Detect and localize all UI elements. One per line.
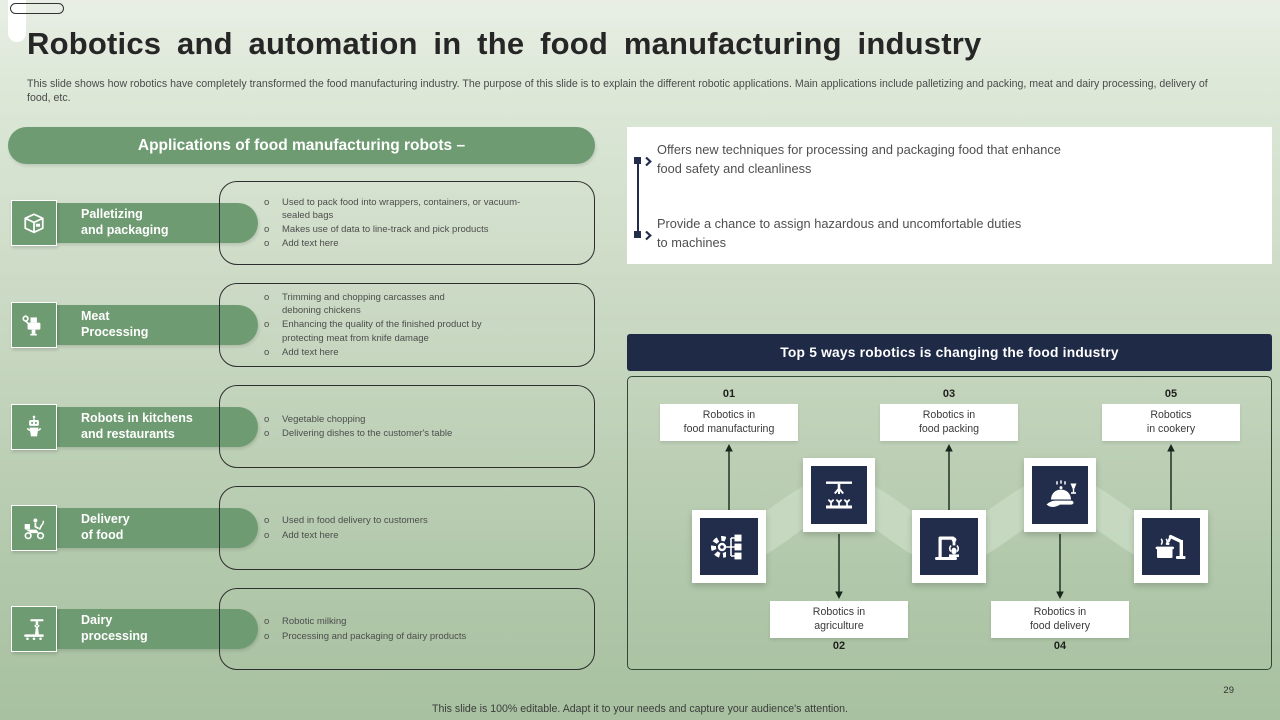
step-icon-frame	[1134, 510, 1208, 583]
bullet-item: Add text here	[264, 237, 582, 250]
step-icon-frame	[692, 510, 766, 583]
step-label: Robotics in food manufacturing	[660, 404, 798, 441]
bullet-box: Vegetable chopping Delivering dishes to …	[219, 385, 595, 468]
app-label: Meat Processing	[57, 305, 258, 345]
step-label: Robotics in food delivery	[991, 601, 1129, 638]
up-arrow-icon	[723, 443, 735, 515]
bullet-item: Used in food delivery to customers	[264, 514, 582, 527]
kitchen-robot-icon	[11, 403, 57, 450]
bullet-item: Makes use of data to line-track and pick…	[264, 223, 582, 236]
diagram-panel: 01 Robotics in food manufacturing	[627, 376, 1272, 670]
page-title: Robotics and automation in the food manu…	[27, 26, 982, 61]
bullet-box: Robotic milking Processing and packaging…	[219, 588, 595, 670]
food-delivery-icon	[1032, 466, 1088, 524]
up-arrow-icon	[1165, 443, 1177, 515]
keypoint-text: Offers new techniques for processing and…	[657, 142, 1061, 177]
bullet-box: Trimming and chopping carcasses and debo…	[219, 283, 595, 367]
cookery-robot-icon	[1142, 518, 1200, 575]
step-icon-frame	[912, 510, 986, 583]
connector-line	[637, 164, 639, 234]
bullet-item: Add text here	[264, 529, 582, 542]
app-row-dairy: Dairy processing Robotic milking Process…	[8, 588, 598, 670]
app-label: Palletizing and packaging	[57, 203, 258, 243]
app-label: Delivery of food	[57, 508, 258, 548]
subtitle-text: This slide shows how robotics have compl…	[27, 78, 1208, 104]
app-row-delivery: Delivery of food Used in food delivery t…	[8, 486, 598, 570]
step-icon-frame	[803, 458, 875, 532]
down-arrow-icon	[1054, 534, 1066, 605]
bullet-box: Used in food delivery to customers Add t…	[219, 486, 595, 570]
step-label: Robotics in agriculture	[770, 601, 908, 638]
app-row-meat: Meat Processing Trimming and chopping ca…	[8, 283, 598, 367]
bullet-box: Used to pack food into wrappers, contain…	[219, 181, 595, 265]
chevron-right-icon	[644, 228, 652, 246]
package-icon	[11, 200, 57, 246]
bullet-item: Enhancing the quality of the finished pr…	[264, 318, 582, 344]
bullet-item: Add text here	[264, 346, 582, 359]
bullet-item: Vegetable chopping	[264, 413, 582, 426]
step-number: 02	[832, 640, 846, 652]
step-number: 01	[722, 388, 736, 400]
square-bullet-icon	[634, 231, 641, 238]
square-bullet-icon	[634, 157, 641, 164]
step-label: Robotics in cookery	[1102, 404, 1240, 441]
down-arrow-icon	[833, 534, 845, 605]
step-number: 04	[1053, 640, 1067, 652]
step-label: Robotics in food packing	[880, 404, 1018, 441]
delivery-robot-icon	[11, 505, 57, 551]
keypoint-text: Provide a chance to assign hazardous and…	[657, 216, 1022, 251]
step-number: 05	[1164, 388, 1178, 400]
agriculture-robot-icon	[811, 466, 867, 524]
keypoints-panel: Offers new techniques for processing and…	[627, 127, 1272, 264]
up-arrow-icon	[943, 443, 955, 515]
meat-grinder-icon	[11, 302, 57, 348]
app-row-kitchens: Robots in kitchens and restaurants Veget…	[8, 385, 598, 468]
dairy-processing-icon	[11, 606, 57, 652]
app-row-palletizing: Palletizing and packaging Used to pack f…	[8, 181, 598, 265]
packing-robot-icon	[920, 518, 978, 575]
step-icon-frame	[1024, 458, 1096, 532]
app-label: Dairy processing	[57, 609, 258, 649]
deco-top-pill	[10, 3, 64, 14]
bullet-item: Delivering dishes to the customer's tabl…	[264, 427, 582, 440]
footer-note: This slide is 100% editable. Adapt it to…	[431, 703, 849, 715]
bullet-item: Processing and packaging of dairy produc…	[264, 630, 582, 643]
left-panel-header: Applications of food manufacturing robot…	[8, 127, 595, 164]
banner-title: Top 5 ways robotics is changing the food…	[627, 334, 1272, 371]
step-number: 03	[942, 388, 956, 400]
bullet-item: Used to pack food into wrappers, contain…	[264, 196, 582, 222]
gear-process-icon	[700, 518, 758, 575]
page-number: 29	[1223, 685, 1234, 696]
chevron-right-icon	[644, 154, 652, 172]
bullet-item: Trimming and chopping carcasses and debo…	[264, 291, 582, 317]
app-label: Robots in kitchens and restaurants	[57, 406, 258, 447]
bullet-item: Robotic milking	[264, 615, 582, 628]
